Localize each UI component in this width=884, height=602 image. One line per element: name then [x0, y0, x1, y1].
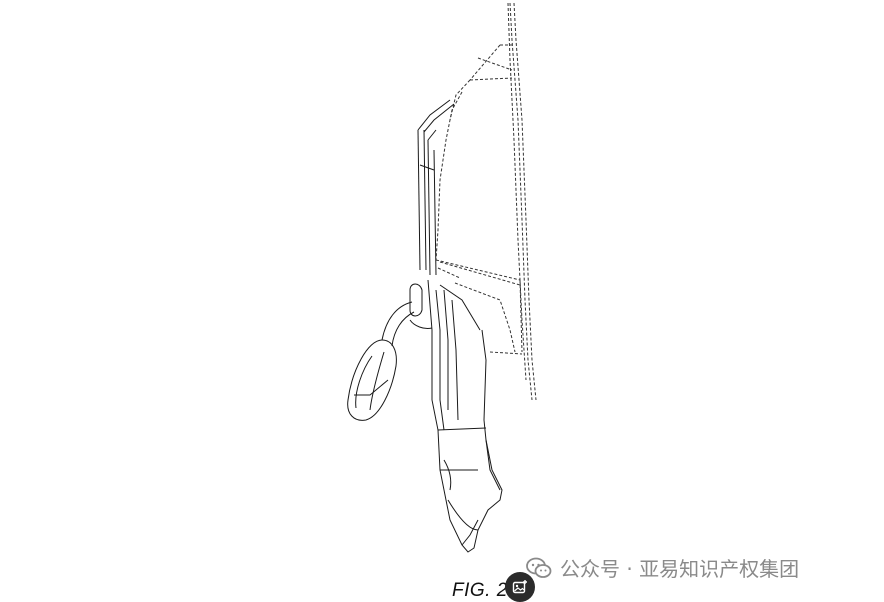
dashed-panel — [435, 2, 537, 401]
watermark: 公众号 · 亚易知识产权集团 — [526, 553, 799, 582]
image-add-icon — [512, 580, 527, 594]
handle-body — [347, 99, 503, 553]
image-add-badge[interactable] — [505, 572, 535, 602]
figure-caption: FIG. 2 — [452, 580, 508, 601]
watermark-text: 公众号 · 亚易知识产权集团 — [560, 557, 800, 581]
wechat-icon — [526, 557, 552, 578]
